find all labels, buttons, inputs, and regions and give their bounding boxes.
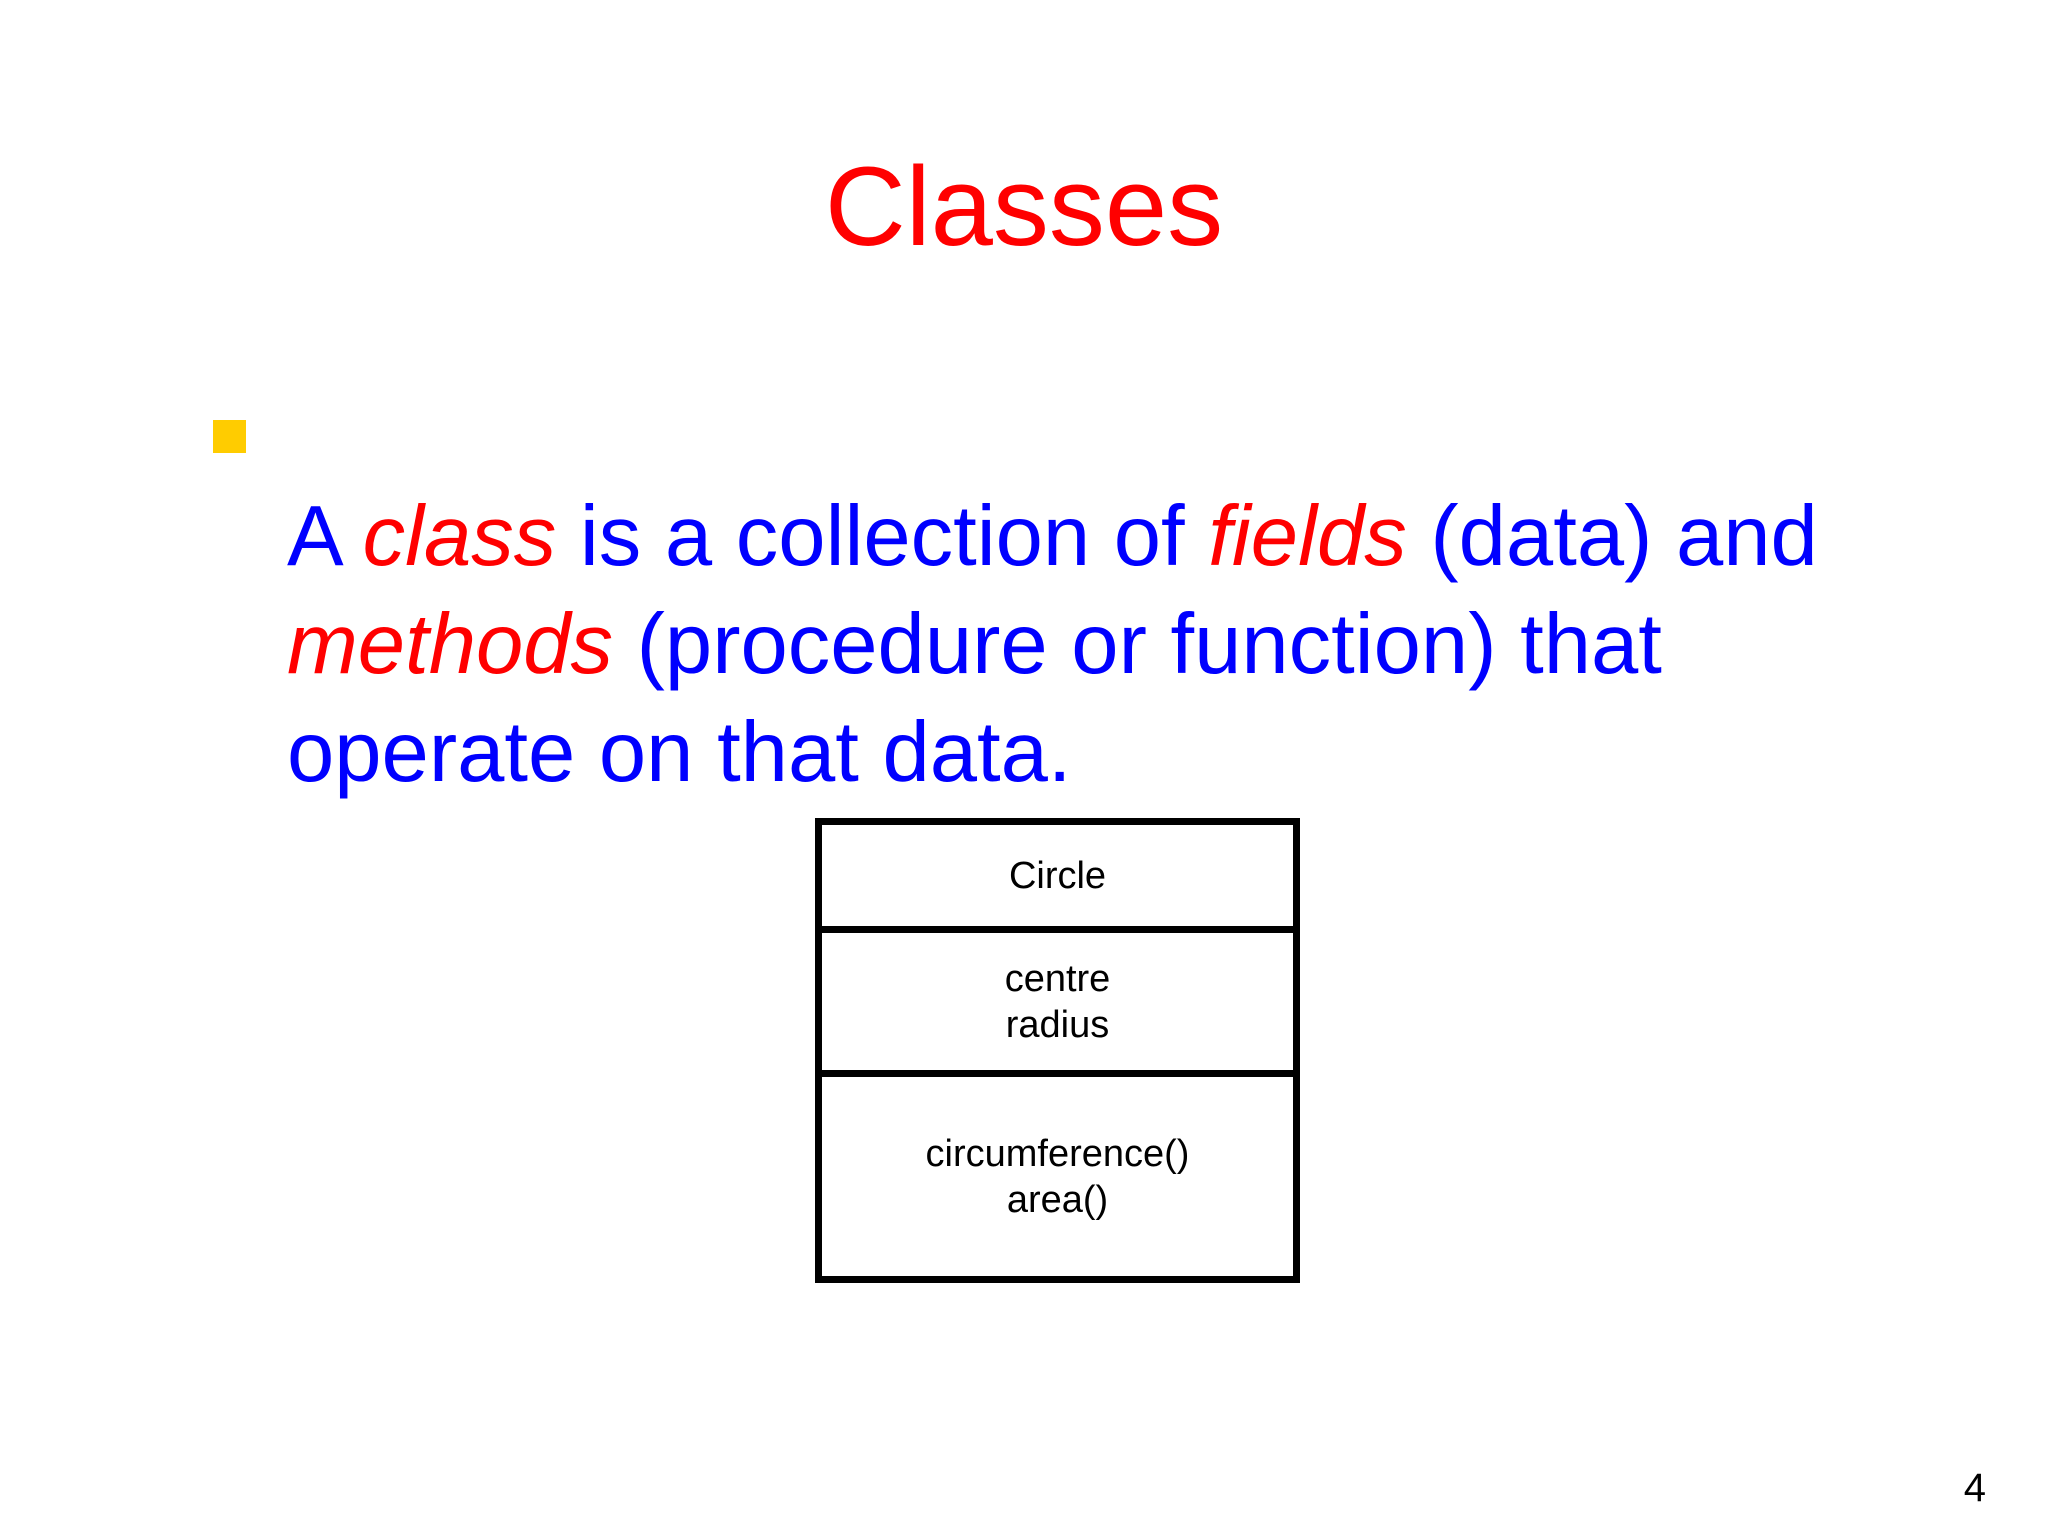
body-segment-2: is a collection of: [556, 489, 1209, 584]
bullet-item-text: A class is a collection of fields (data)…: [287, 483, 1953, 807]
body-segment-0: A: [287, 489, 363, 584]
uml-class-name: Circle: [1008, 854, 1107, 897]
uml-class-diagram: Circle centre radius circumference() are…: [815, 818, 1300, 1283]
page-title: Classes: [824, 144, 1224, 270]
body-emphasis-fields: fields: [1208, 489, 1407, 584]
uml-field-radius: radius: [1005, 1003, 1110, 1046]
uml-fields-compartment: centre radius: [822, 933, 1293, 1077]
body-emphasis-methods: methods: [287, 597, 614, 692]
uml-method-circumference: circumference(): [925, 1132, 1190, 1175]
uml-methods-compartment: circumference() area(): [822, 1077, 1293, 1276]
body-emphasis-class: class: [362, 489, 557, 584]
body-segment-4: (data) and: [1406, 489, 1818, 584]
uml-class-name-compartment: Circle: [822, 825, 1293, 933]
uml-field-centre: centre: [1004, 957, 1111, 1000]
square-bullet-icon: [213, 420, 246, 453]
uml-method-area: area(): [1006, 1178, 1109, 1221]
body-segment-6: (procedure or function) that operate on …: [287, 597, 1662, 800]
page-number: 4: [1963, 1466, 1986, 1510]
